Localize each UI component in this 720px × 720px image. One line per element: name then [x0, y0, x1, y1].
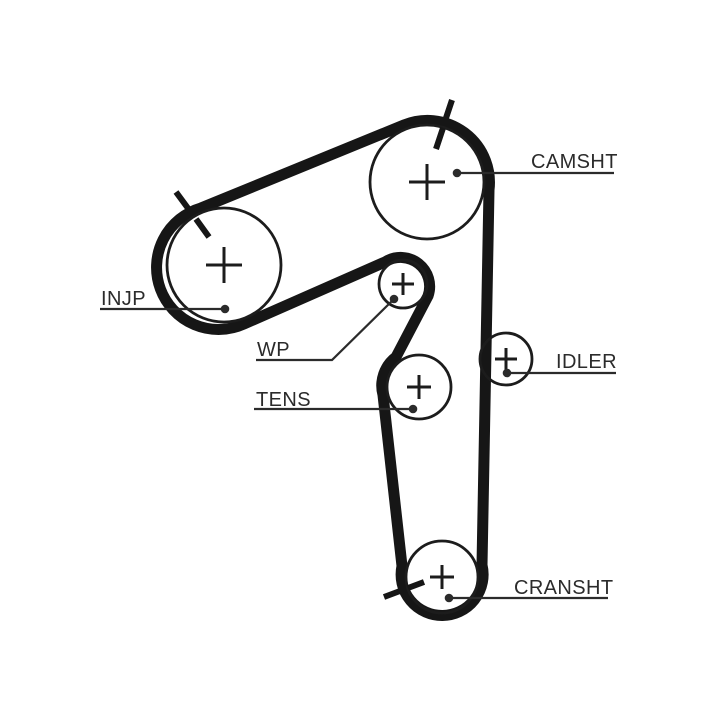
timing-mark-cransht	[382, 579, 426, 600]
pulley-injp-cross	[206, 247, 242, 283]
leader-wp-dot	[389, 294, 399, 304]
label-camsht: CAMSHT	[531, 151, 618, 173]
pulley-injp-circle	[165, 206, 283, 324]
pulley-idler-cross	[495, 348, 517, 370]
callout-injp: INJP	[100, 288, 230, 314]
pulley-idler-circle	[478, 331, 534, 387]
pulley-cransht	[404, 539, 480, 615]
timing-mark-camsht	[433, 99, 455, 150]
callout-wp: WP	[256, 294, 399, 362]
leader-camsht-dot	[452, 168, 462, 178]
pulley-injp	[165, 206, 283, 324]
leader-idler-dot	[502, 368, 512, 378]
pulley-camsht	[368, 123, 486, 241]
callout-tens: TENS	[254, 389, 418, 414]
pulley-wp	[377, 258, 429, 310]
pulley-camsht-cross	[409, 164, 445, 200]
leader-tens-dot	[408, 404, 418, 414]
pulley-camsht-circle	[368, 123, 486, 241]
label-wp: WP	[257, 339, 290, 361]
pulley-wp-cross	[392, 273, 414, 295]
timing-mark-injp	[173, 190, 212, 239]
callout-camsht: CAMSHT	[452, 151, 618, 178]
pulley-tens-cross	[407, 375, 431, 399]
label-tens: TENS	[256, 389, 311, 411]
callout-cransht: CRANSHT	[444, 577, 613, 603]
pulley-wp-circle	[377, 258, 429, 310]
label-idler: IDLER	[556, 351, 617, 373]
pulley-cransht-cross	[430, 565, 454, 589]
label-cransht: CRANSHT	[514, 577, 613, 599]
leader-wp-line	[256, 298, 395, 362]
leader-injp-dot	[220, 304, 230, 314]
leader-cransht-dot	[444, 593, 454, 603]
pulley-tens	[385, 353, 453, 421]
pulley-idler	[478, 331, 534, 387]
pulley-cransht-circle	[404, 539, 480, 615]
label-injp: INJP	[101, 288, 146, 310]
pulley-tens-circle	[385, 353, 453, 421]
callout-idler: IDLER	[502, 351, 617, 378]
